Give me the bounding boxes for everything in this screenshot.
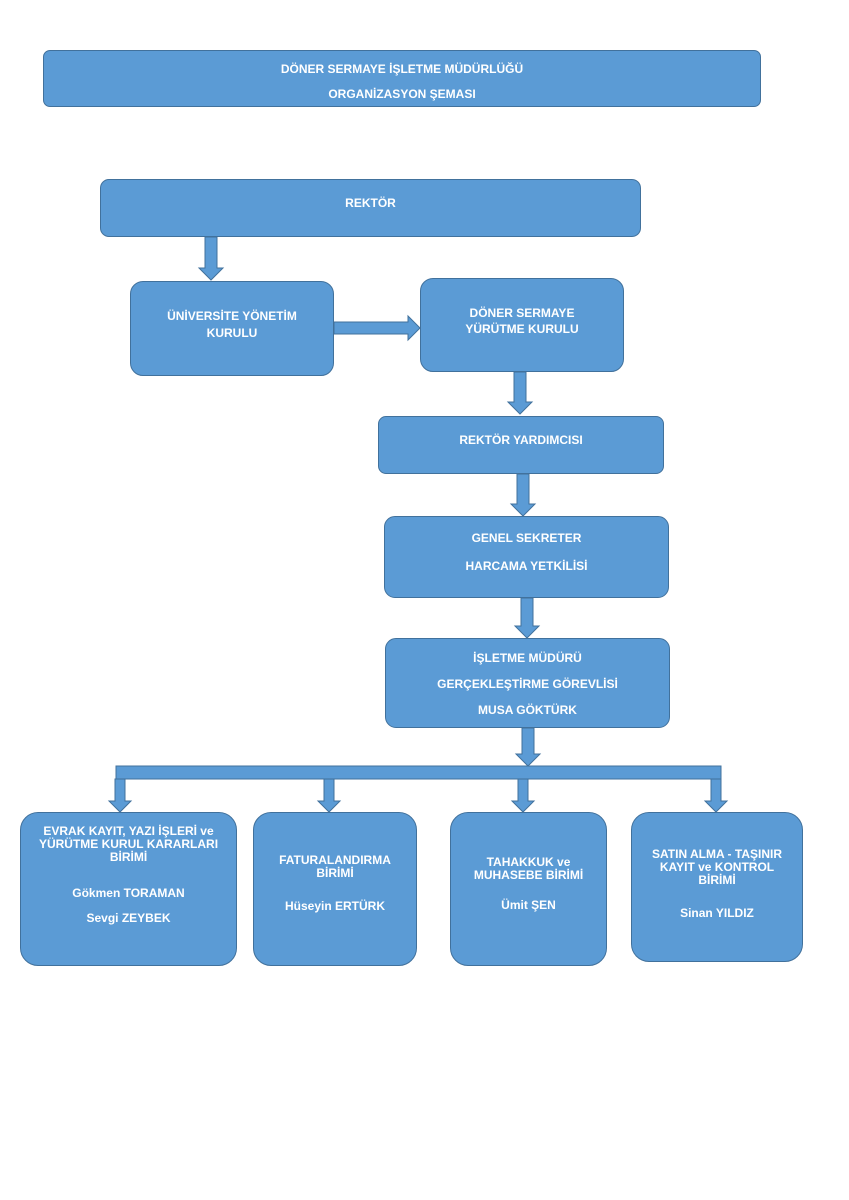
arrow-mudur-to-bar <box>514 727 542 767</box>
header-box: DÖNER SERMAYE İŞLETME MÜDÜRLÜĞÜ ORGANİZA… <box>43 50 761 107</box>
arrow-sekreter-to-mudur <box>513 597 541 639</box>
yurutme-kurulu-box: DÖNER SERMAYE YÜRÜTME KURULU <box>420 278 624 372</box>
unit-evrak-kayit-box: EVRAK KAYIT, YAZI İŞLERİ ve YÜRÜTME KURU… <box>20 812 237 966</box>
arrow-bar-to-unit-4 <box>703 778 729 813</box>
unit-satin-alma-box: SATIN ALMA - TAŞINIR KAYIT ve KONTROL Bİ… <box>631 812 803 962</box>
unit-title: FATURALANDIRMA BİRİMİ <box>279 853 391 880</box>
isletme-muduru-line1: İŞLETME MÜDÜRÜ <box>473 651 582 665</box>
unit-tahakkuk-box: TAHAKKUK ve MUHASEBE BİRİMİ Ümit ŞEN <box>450 812 607 966</box>
unit-person: Sinan YILDIZ <box>680 906 754 920</box>
yonetim-kurulu-line2: KURULU <box>206 326 258 340</box>
header-subtitle: ORGANİZASYON ŞEMASI <box>328 87 476 101</box>
arrow-rektor-to-yonetim <box>197 236 225 281</box>
unit-person: Ümit ŞEN <box>501 898 556 912</box>
yonetim-kurulu-box: ÜNİVERSİTE YÖNETİM KURULU <box>130 281 334 376</box>
isletme-muduru-box: İŞLETME MÜDÜRÜ GERÇEKLEŞTİRME GÖREVLİSİ … <box>385 638 670 728</box>
arrow-yonetim-to-yurutme <box>333 314 421 342</box>
unit-title: EVRAK KAYIT, YAZI İŞLERİ ve YÜRÜTME KURU… <box>38 824 219 864</box>
distribution-bar <box>115 765 722 780</box>
yurutme-kurulu-line2: YÜRÜTME KURULU <box>465 322 579 336</box>
arrow-bar-to-unit-1 <box>107 778 133 813</box>
rektor-yardimcisi-box: REKTÖR YARDIMCISI <box>378 416 664 474</box>
unit-faturalandirma-box: FATURALANDIRMA BİRİMİ Hüseyin ERTÜRK <box>253 812 417 966</box>
isletme-muduru-line3: MUSA GÖKTÜRK <box>478 703 577 717</box>
header-title: DÖNER SERMAYE İŞLETME MÜDÜRLÜĞÜ <box>280 62 524 76</box>
genel-sekreter-box: GENEL SEKRETER HARCAMA YETKİLİSİ <box>384 516 669 598</box>
arrow-bar-to-unit-2 <box>316 778 342 813</box>
rektor-box: REKTÖR <box>100 179 641 237</box>
arrow-yurutme-to-yardimci <box>506 371 534 415</box>
yonetim-kurulu-line1: ÜNİVERSİTE YÖNETİM <box>167 309 297 323</box>
unit-title: SATIN ALMA - TAŞINIR KAYIT ve KONTROL Bİ… <box>652 847 782 887</box>
genel-sekreter-line2: HARCAMA YETKİLİSİ <box>465 559 588 573</box>
unit-person: Sevgi ZEYBEK <box>86 911 171 925</box>
genel-sekreter-line1: GENEL SEKRETER <box>471 531 582 545</box>
yurutme-kurulu-line1: DÖNER SERMAYE <box>469 306 575 320</box>
unit-person: Gökmen TORAMAN <box>72 886 185 900</box>
isletme-muduru-line2: GERÇEKLEŞTİRME GÖREVLİSİ <box>437 677 618 691</box>
arrow-yardimci-to-sekreter <box>509 473 537 517</box>
arrow-bar-to-unit-3 <box>510 778 536 813</box>
rektor-label: REKTÖR <box>345 196 396 210</box>
rektor-yardimcisi-label: REKTÖR YARDIMCISI <box>459 433 583 447</box>
unit-person: Hüseyin ERTÜRK <box>284 899 385 913</box>
unit-title: TAHAKKUK ve MUHASEBE BİRİMİ <box>473 855 584 882</box>
